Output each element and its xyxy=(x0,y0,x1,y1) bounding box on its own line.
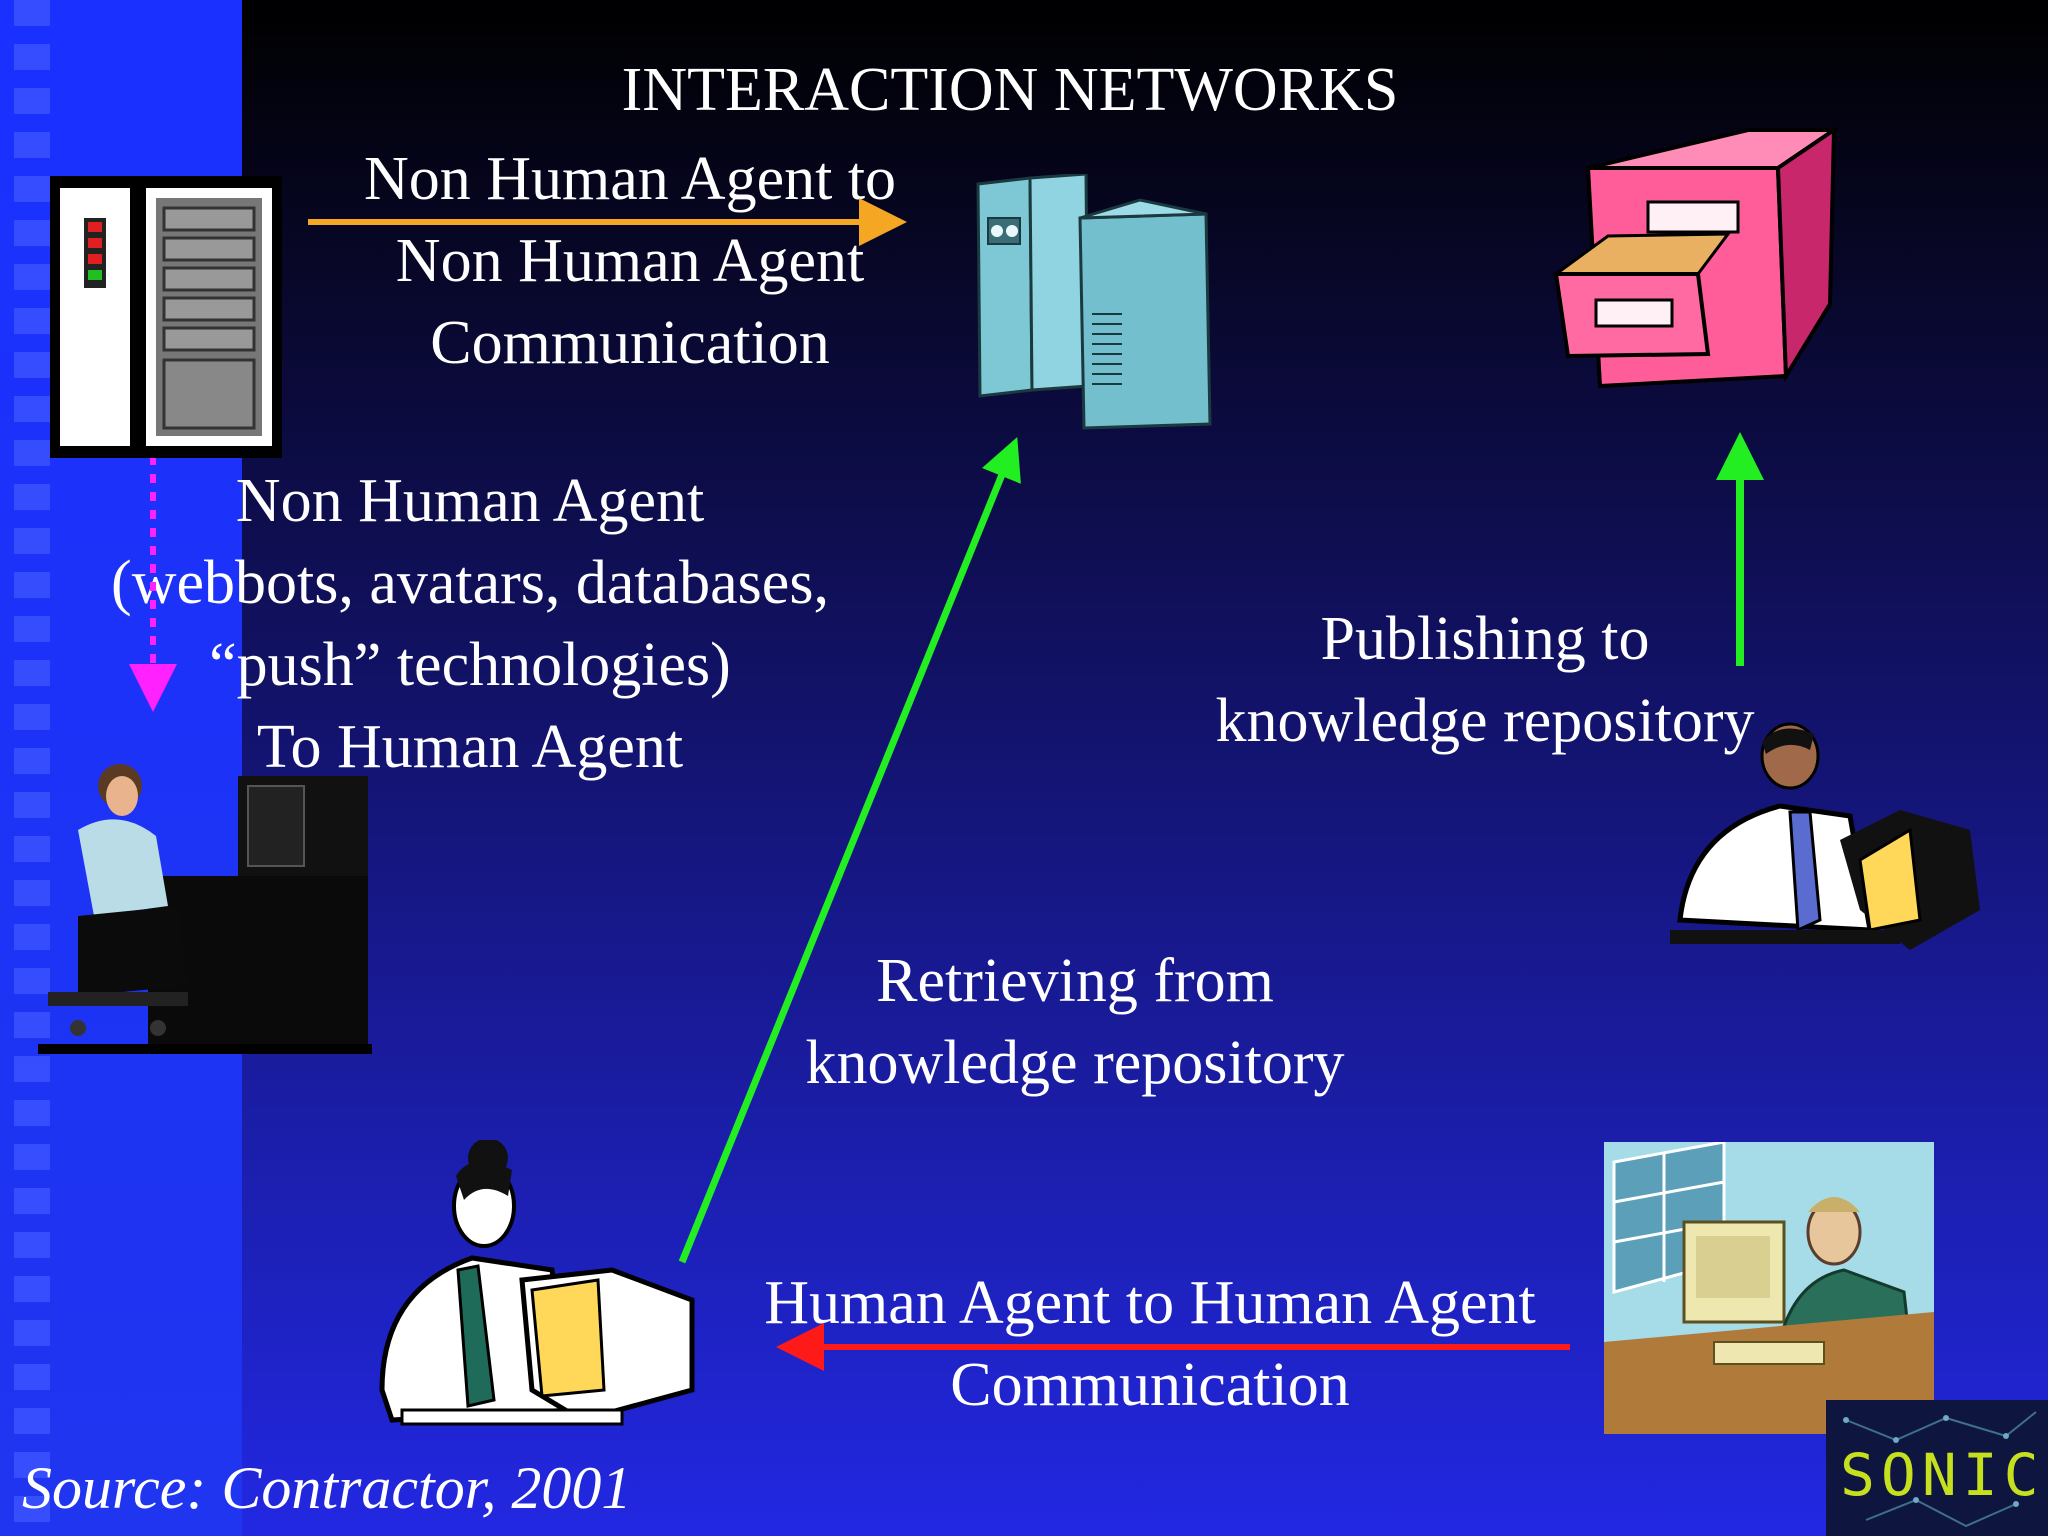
label-line: To Human Agent xyxy=(256,713,684,781)
server-tower-icon xyxy=(50,176,282,458)
label-line: Communication xyxy=(950,1351,1350,1419)
label-line: knowledge repository xyxy=(805,1029,1345,1097)
constellation-lines xyxy=(1843,1411,2037,1528)
label-line: Non Human Agent xyxy=(395,227,865,295)
slide-title: INTERACTION NETWORKS xyxy=(621,56,1399,124)
label-line: (webbots, avatars, databases, xyxy=(111,549,829,617)
label-line: Human Agent to Human Agent xyxy=(764,1269,1536,1337)
label-retrieving: Retrieving from knowledge repository xyxy=(770,940,1380,1104)
mainframe-icon xyxy=(976,174,1212,430)
file-cabinet-icon xyxy=(1551,126,1838,389)
man-at-desk-icon xyxy=(1604,1142,1934,1434)
label-nonhuman-to-human: Non Human Agent (webbots, avatars, datab… xyxy=(60,460,880,788)
label-publishing: Publishing to knowledge repository xyxy=(1180,598,1790,762)
sonic-logo-text: SONIC xyxy=(1840,1441,2045,1509)
label-line: Non Human Agent to xyxy=(363,145,897,213)
label-nonhuman-to-nonhuman: Non Human Agent to Non Human Agent Commu… xyxy=(300,138,960,384)
label-line: “push” technologies) xyxy=(209,631,731,699)
man-at-computer-icon xyxy=(1670,722,1980,950)
label-line: Publishing to xyxy=(1320,605,1650,673)
label-line: knowledge repository xyxy=(1215,687,1755,755)
label-human-to-human: Human Agent to Human Agent Communication xyxy=(700,1262,1600,1426)
label-line: Communication xyxy=(430,309,830,377)
sonic-logo: SONIC xyxy=(1826,1400,2048,1536)
woman-at-desk-icon xyxy=(38,764,372,1054)
arrow-retrieving xyxy=(678,437,1021,1264)
label-line: Retrieving from xyxy=(876,947,1274,1015)
label-line: Non Human Agent xyxy=(235,467,705,535)
source-citation: Source: Contractor, 2001 xyxy=(22,1455,632,1521)
woman-at-computer-icon xyxy=(379,1140,695,1426)
